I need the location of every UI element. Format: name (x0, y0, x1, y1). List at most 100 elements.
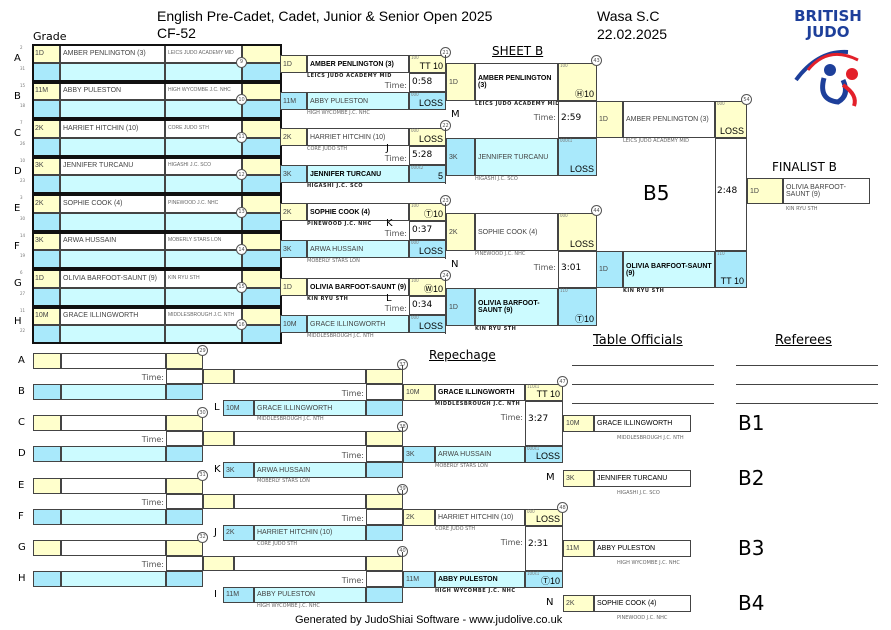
score-cell[interactable] (366, 493, 403, 509)
score-cell[interactable]: LOSS (558, 213, 597, 251)
competitor-name[interactable]: AMBER PENLINGTON (3) (623, 101, 715, 138)
score-cell[interactable]: LOSS (409, 315, 446, 333)
name-cell[interactable] (61, 477, 166, 494)
grade-cell[interactable]: 10M (403, 384, 435, 401)
grade-cell[interactable] (33, 539, 61, 556)
grade-cell[interactable]: 3K (223, 462, 254, 479)
name-cell[interactable] (61, 539, 166, 556)
bronze-grade[interactable]: 11M (563, 540, 594, 557)
competitor-name[interactable]: HARRIET HITCHIN (10) (254, 524, 366, 541)
name-cell[interactable] (234, 493, 366, 509)
competitor-name[interactable]: ABBY PULESTON (254, 586, 366, 603)
competitor-name[interactable]: JENNIFER TURCANU (475, 138, 558, 176)
score-cell[interactable]: Ⓣ10 (525, 571, 563, 588)
bronze-name[interactable]: JENNIFER TURCANU (594, 470, 691, 487)
bronze-name[interactable]: GRACE ILLINGWORTH (594, 415, 691, 432)
score-cell[interactable] (166, 353, 203, 369)
grade-cell[interactable] (203, 493, 234, 509)
competitor-name[interactable]: JENNIFER TURCANU (307, 165, 409, 183)
grade-cell[interactable] (33, 570, 61, 587)
score-cell[interactable] (366, 524, 403, 541)
grade-cell[interactable] (203, 431, 234, 447)
grade-cell[interactable]: 3K (446, 138, 475, 176)
grade-cell[interactable]: 10M (223, 400, 254, 416)
score-cell[interactable] (166, 415, 203, 432)
name-cell[interactable] (61, 415, 166, 432)
score-cell[interactable] (366, 586, 403, 603)
grade-cell[interactable] (203, 555, 234, 571)
grade-cell[interactable] (33, 446, 61, 463)
grade-cell[interactable]: 2K (280, 128, 307, 146)
competitor-name[interactable]: GRACE ILLINGWORTH (435, 384, 525, 401)
grade-cell[interactable]: 1D (446, 288, 475, 326)
name-cell[interactable] (61, 508, 166, 525)
score-cell[interactable] (366, 431, 403, 447)
bronze-name[interactable]: SOPHIE COOK (4) (594, 595, 691, 612)
competitor-name[interactable]: GRACE ILLINGWORTH (307, 315, 409, 333)
finalist-grade[interactable]: 1D (747, 178, 783, 204)
name-cell[interactable] (61, 570, 166, 587)
competitor-name[interactable]: SOPHIE COOK (4) (475, 213, 558, 251)
score-cell[interactable] (366, 555, 403, 571)
score-cell[interactable] (166, 539, 203, 556)
competitor-name[interactable]: ABBY PULESTON (435, 571, 525, 588)
score-cell[interactable]: Ⓗ10 (558, 63, 597, 101)
grade-cell[interactable]: 3K (280, 165, 307, 183)
competitor-name[interactable]: AMBER PENLINGTON (3) (307, 55, 409, 73)
score-cell[interactable] (166, 570, 203, 587)
grade-cell[interactable]: 3K (403, 446, 435, 463)
name-cell[interactable] (234, 431, 366, 447)
score-cell[interactable] (166, 477, 203, 494)
score-cell[interactable]: LOSS (525, 446, 563, 463)
grade-cell[interactable]: 1D (596, 101, 623, 138)
competitor-name[interactable]: GRACE ILLINGWORTH (254, 400, 366, 416)
grade-cell[interactable]: 1D (446, 63, 475, 101)
score-cell[interactable]: TT 10 (715, 251, 747, 288)
score-cell[interactable] (366, 400, 403, 416)
competitor-name[interactable]: HARRIET HITCHIN (10) (307, 128, 409, 146)
grade-cell[interactable]: 2K (223, 524, 254, 541)
grade-cell[interactable] (33, 477, 61, 494)
bronze-grade[interactable]: 10M (563, 415, 594, 432)
grade-cell[interactable]: 1D (280, 55, 307, 73)
name-cell[interactable] (234, 369, 366, 384)
competitor-name[interactable]: SOPHIE COOK (4) (307, 203, 409, 221)
finalist-name[interactable]: OLIVIA BARFOOT-SAUNT (9) (783, 178, 870, 204)
grade-cell[interactable]: 3K (280, 240, 307, 258)
competitor-name[interactable]: AMBER PENLINGTON (3) (475, 63, 558, 101)
competitor-name[interactable]: ARWA HUSSAIN (254, 462, 366, 479)
grade-cell[interactable]: 2K (280, 203, 307, 221)
score-cell[interactable]: LOSS (558, 138, 597, 176)
bronze-grade[interactable]: 3K (563, 470, 594, 487)
score-cell[interactable] (366, 462, 403, 479)
grade-cell[interactable] (33, 384, 61, 400)
score-cell[interactable] (366, 369, 403, 384)
grade-cell[interactable] (33, 415, 61, 432)
score-cell[interactable]: Ⓣ10 (558, 288, 597, 326)
name-cell[interactable] (61, 384, 166, 400)
score-cell[interactable]: LOSS (525, 509, 563, 526)
competitor-name[interactable]: OLIVIA BARFOOT-SAUNT (9) (307, 278, 409, 296)
grade-cell[interactable] (203, 369, 234, 384)
competitor-name[interactable]: ARWA HUSSAIN (435, 446, 525, 463)
name-cell[interactable] (61, 353, 166, 369)
name-cell[interactable] (234, 555, 366, 571)
score-cell[interactable] (166, 384, 203, 400)
competitor-name[interactable]: OLIVIA BARFOOT-SAUNT (9) (475, 288, 558, 326)
grade-cell[interactable]: 1D (596, 251, 623, 288)
grade-cell[interactable] (33, 508, 61, 525)
grade-cell[interactable]: 10M (280, 315, 307, 333)
grade-cell[interactable]: 2K (403, 509, 435, 526)
grade-cell[interactable]: 2K (446, 213, 475, 251)
bronze-grade[interactable]: 2K (563, 595, 594, 612)
competitor-name[interactable]: ARWA HUSSAIN (307, 240, 409, 258)
name-cell[interactable] (61, 446, 166, 463)
score-cell[interactable] (166, 508, 203, 525)
competitor-name[interactable]: ABBY PULESTON (307, 92, 409, 110)
score-cell[interactable]: TT 10 (525, 384, 563, 401)
grade-cell[interactable]: 11M (280, 92, 307, 110)
score-cell[interactable]: LOSS (409, 92, 446, 110)
competitor-name[interactable]: OLIVIA BARFOOT-SAUNT (9) (623, 251, 715, 288)
score-cell[interactable] (166, 446, 203, 463)
bronze-name[interactable]: ABBY PULESTON (594, 540, 691, 557)
